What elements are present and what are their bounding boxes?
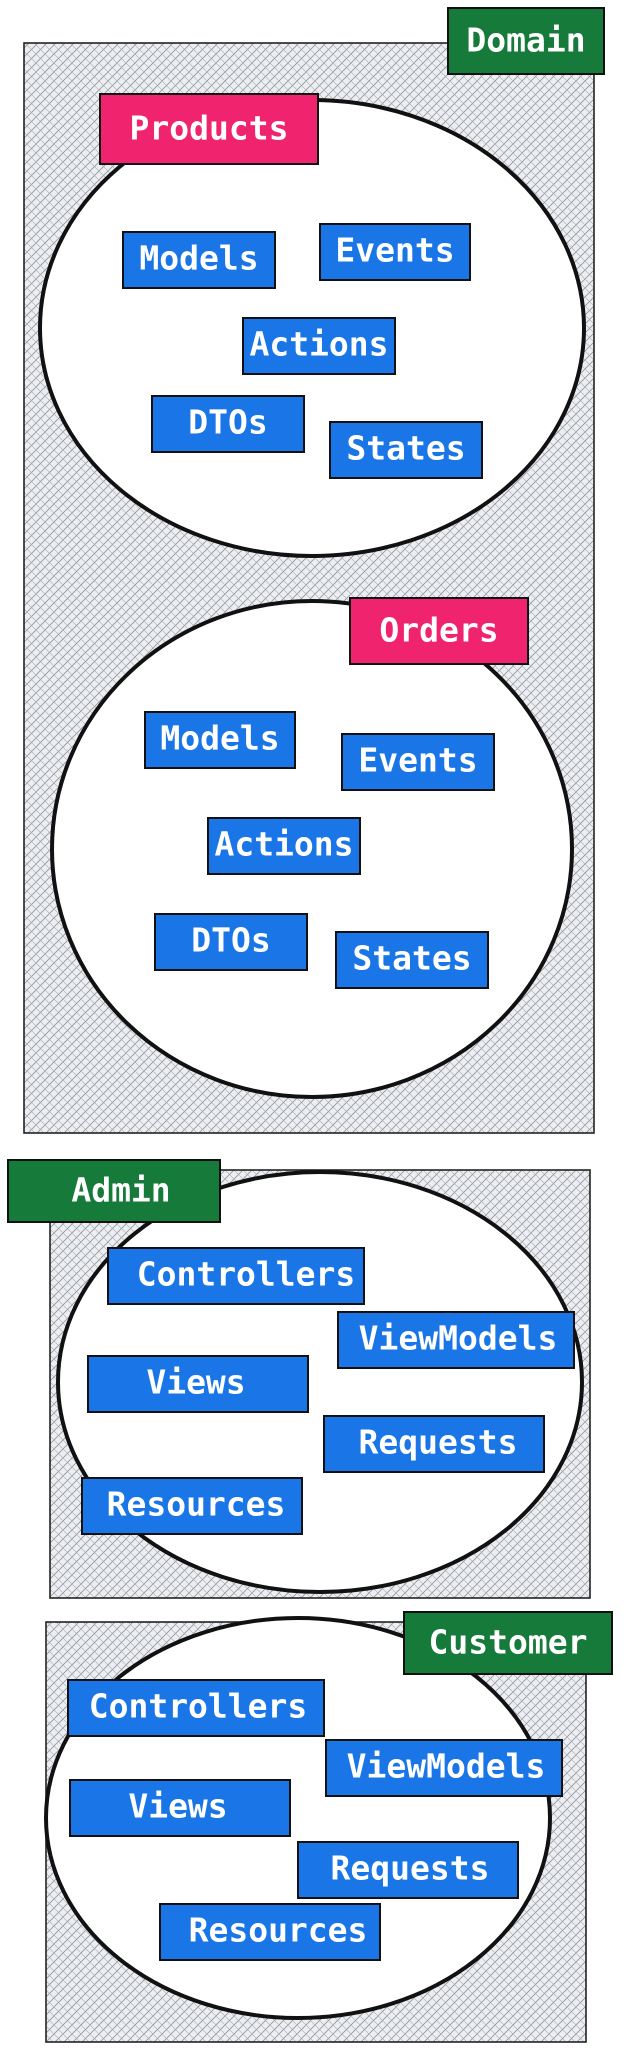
products-states-box: [329, 421, 483, 479]
domain-section: Products Models Events Actions DTOs Stat…: [23, 7, 605, 1134]
products-models-label: Models: [139, 239, 258, 278]
orders-models-label: Models: [160, 719, 279, 758]
products-models-box: [122, 231, 276, 289]
customer-controllers-label: Controllers: [89, 1687, 308, 1726]
admin-title: Admin: [71, 1171, 170, 1210]
customer-title: Customer: [429, 1623, 588, 1662]
domain-title-box: [447, 7, 605, 75]
orders-events-label: Events: [358, 741, 477, 780]
products-actions-label: Actions: [249, 325, 388, 364]
products-title: Products: [130, 109, 289, 148]
admin-requests-box: [323, 1415, 545, 1473]
orders-title: Orders: [379, 611, 498, 650]
admin-requests-label: Requests: [359, 1423, 518, 1462]
admin-views-label: Views: [146, 1363, 245, 1402]
orders-models-box: [144, 711, 296, 769]
orders-states-box: [335, 931, 489, 989]
customer-views-label: Views: [128, 1787, 227, 1826]
products-events-box: [319, 223, 471, 281]
products-actions-box: [242, 317, 396, 375]
customer-viewmodels-box: [325, 1739, 563, 1797]
orders-actions-label: Actions: [214, 825, 353, 864]
products-dtos-box: [151, 395, 305, 453]
customer-section: Customer Controllers ViewModels Views Re…: [44, 1611, 613, 2043]
products-events-label: Events: [335, 231, 454, 270]
customer-title-box: [403, 1611, 613, 1675]
orders-events-box: [341, 733, 495, 791]
admin-resources-label: Resources: [107, 1485, 286, 1524]
customer-views-box: [69, 1779, 291, 1837]
products-title-box: [99, 93, 319, 165]
customer-resources-box: [159, 1903, 381, 1961]
admin-controllers-label: Controllers: [137, 1255, 356, 1294]
admin-views-box: [87, 1355, 309, 1413]
products-group: Products Models Events Actions DTOs Stat…: [38, 93, 586, 558]
admin-controllers-box: [107, 1247, 365, 1305]
customer-requests-box: [297, 1841, 519, 1899]
orders-group: Orders Models Events Actions DTOs States: [50, 597, 574, 1099]
customer-resources-label: Resources: [189, 1911, 368, 1950]
orders-dtos-label: DTOs: [191, 921, 270, 960]
admin-resources-box: [81, 1477, 303, 1535]
domain-title: Domain: [466, 21, 585, 60]
customer-viewmodels-label: ViewModels: [347, 1747, 546, 1786]
customer-requests-label: Requests: [331, 1849, 490, 1888]
customer-controllers-box: [67, 1679, 325, 1737]
products-states-label: States: [346, 429, 465, 468]
orders-title-box: [349, 597, 529, 665]
orders-states-label: States: [352, 939, 471, 978]
admin-title-box: [7, 1159, 221, 1223]
admin-section: Admin Controllers ViewModels Views Reque…: [7, 1159, 591, 1599]
orders-dtos-box: [154, 913, 308, 971]
admin-viewmodels-box: [337, 1311, 575, 1369]
orders-actions-box: [207, 817, 361, 875]
admin-viewmodels-label: ViewModels: [359, 1319, 558, 1358]
products-dtos-label: DTOs: [188, 403, 267, 442]
